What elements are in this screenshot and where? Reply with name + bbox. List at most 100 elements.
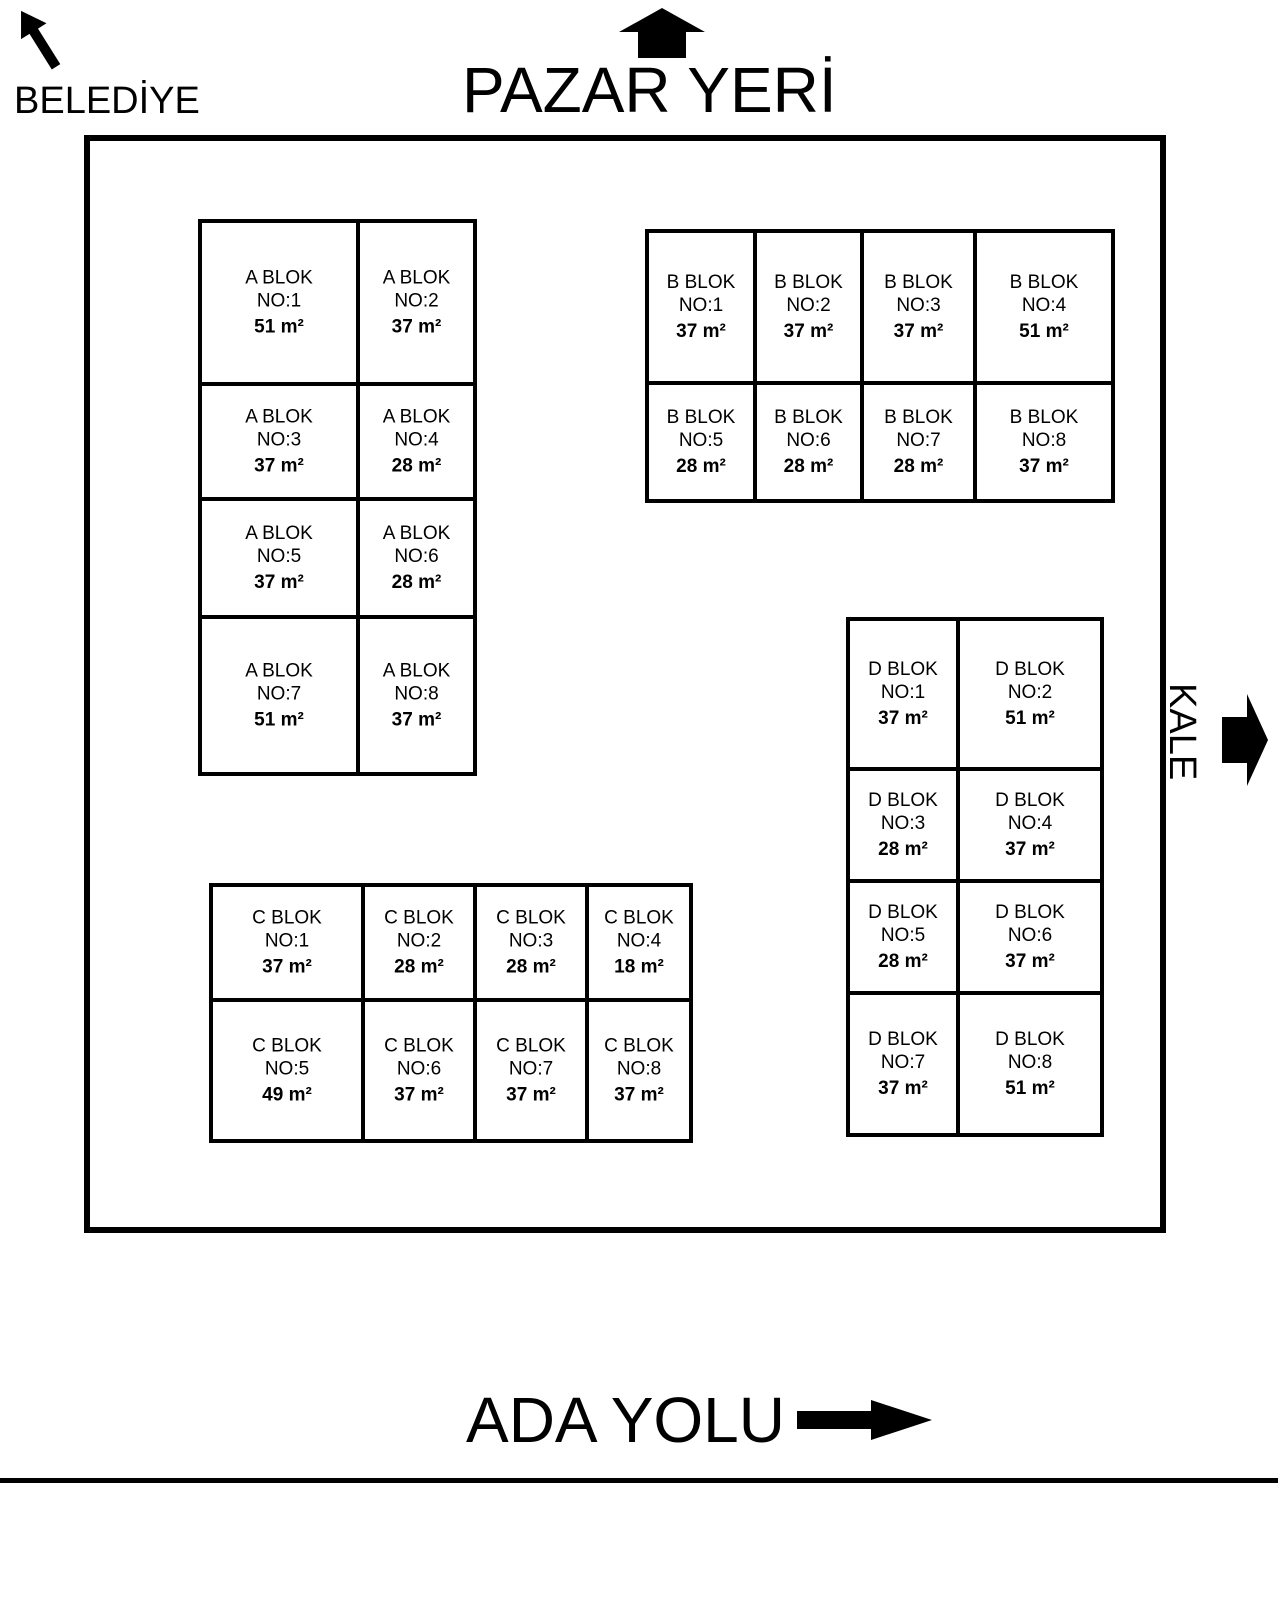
- stall-outline: [473, 998, 589, 1143]
- stall-area-label: 51 m²: [1019, 321, 1069, 342]
- stall-number-label: NO:7: [509, 1059, 553, 1080]
- stall-block-label: C BLOK: [496, 908, 566, 929]
- stall-block-label: A BLOK: [383, 523, 451, 544]
- stall-outline: [645, 229, 757, 385]
- stall-number-label: NO:6: [1008, 925, 1052, 946]
- stall-block-label: D BLOK: [868, 659, 938, 680]
- arrow-up-left-icon: [21, 10, 61, 70]
- stall-number-label: NO:1: [257, 291, 301, 312]
- stall-block-label: C BLOK: [252, 908, 322, 929]
- stall-area-label: 28 m²: [506, 957, 556, 978]
- stall-outline: [356, 615, 477, 776]
- stall-number-label: NO:5: [881, 925, 925, 946]
- stall-area-label: 37 m²: [394, 1085, 444, 1106]
- stall-area-label: 28 m²: [784, 456, 834, 477]
- stall-block-label: D BLOK: [995, 902, 1065, 923]
- stall-outline: [860, 229, 977, 385]
- stall-number-label: NO:8: [1008, 1052, 1052, 1073]
- stall-block-label: D BLOK: [868, 902, 938, 923]
- stall-block-label: D BLOK: [868, 790, 938, 811]
- stall-area-label: 49 m²: [262, 1085, 312, 1106]
- stall-area-label: 51 m²: [1005, 708, 1055, 729]
- stall-area-label: 37 m²: [392, 317, 442, 338]
- stall-number-label: NO:5: [257, 546, 301, 567]
- stall-outline: [356, 497, 477, 619]
- stall-block-label: C BLOK: [384, 908, 454, 929]
- stall-outline: [356, 382, 477, 501]
- stall-block-label: C BLOK: [384, 1036, 454, 1057]
- kale-label: KALE: [1161, 683, 1203, 780]
- stall-area-label: 37 m²: [894, 321, 944, 342]
- stall-number-label: NO:1: [679, 295, 723, 316]
- stall-block-label: B BLOK: [1010, 407, 1079, 428]
- stall-area-label: 18 m²: [614, 957, 664, 978]
- stall-area-label: 37 m²: [614, 1085, 664, 1106]
- stall-area-label: 28 m²: [392, 572, 442, 593]
- stall-block-label: A BLOK: [245, 661, 313, 682]
- stall-area-label: 28 m²: [676, 456, 726, 477]
- stall-number-label: NO:7: [257, 684, 301, 705]
- stall-number-label: NO:4: [617, 931, 662, 952]
- stall-outline: [645, 381, 757, 503]
- stall-number-label: NO:2: [394, 291, 438, 312]
- stall-outline: [361, 998, 477, 1143]
- stall-outline: [585, 883, 693, 1002]
- stall-area-label: 51 m²: [254, 710, 304, 731]
- stall-number-label: NO:2: [1008, 682, 1052, 703]
- stall-number-label: NO:2: [786, 295, 830, 316]
- stall-outline: [956, 879, 1104, 995]
- stall-number-label: NO:7: [896, 430, 940, 451]
- stall-number-label: NO:4: [1008, 813, 1053, 834]
- stall-number-label: NO:5: [265, 1059, 309, 1080]
- stall-block-label: A BLOK: [245, 268, 313, 289]
- stall-area-label: 37 m²: [1005, 951, 1055, 972]
- stall-number-label: NO:3: [896, 295, 940, 316]
- stall-number-label: NO:6: [397, 1059, 441, 1080]
- stall-number-label: NO:7: [881, 1052, 925, 1073]
- stall-outline: [973, 381, 1115, 503]
- stall-number-label: NO:4: [1022, 295, 1067, 316]
- stall-area-label: 37 m²: [878, 1078, 928, 1099]
- stall-block-label: B BLOK: [1010, 272, 1079, 293]
- stall-outline: [585, 998, 693, 1143]
- stall-number-label: NO:2: [397, 931, 441, 952]
- stall-block-label: C BLOK: [604, 1036, 674, 1057]
- stall-number-label: NO:3: [257, 430, 301, 451]
- arrow-right-icon: [1222, 694, 1268, 786]
- stall-block-label: D BLOK: [995, 659, 1065, 680]
- stall-area-label: 37 m²: [262, 957, 312, 978]
- stall-area-label: 28 m²: [894, 456, 944, 477]
- belediye-label: BELEDİYE: [14, 79, 200, 122]
- stall-block-label: B BLOK: [884, 407, 953, 428]
- stall-area-label: 37 m²: [676, 321, 726, 342]
- stall-block-label: B BLOK: [774, 407, 843, 428]
- stall-area-label: 37 m²: [1019, 456, 1069, 477]
- stall-area-label: 37 m²: [506, 1085, 556, 1106]
- stall-block-label: A BLOK: [383, 268, 451, 289]
